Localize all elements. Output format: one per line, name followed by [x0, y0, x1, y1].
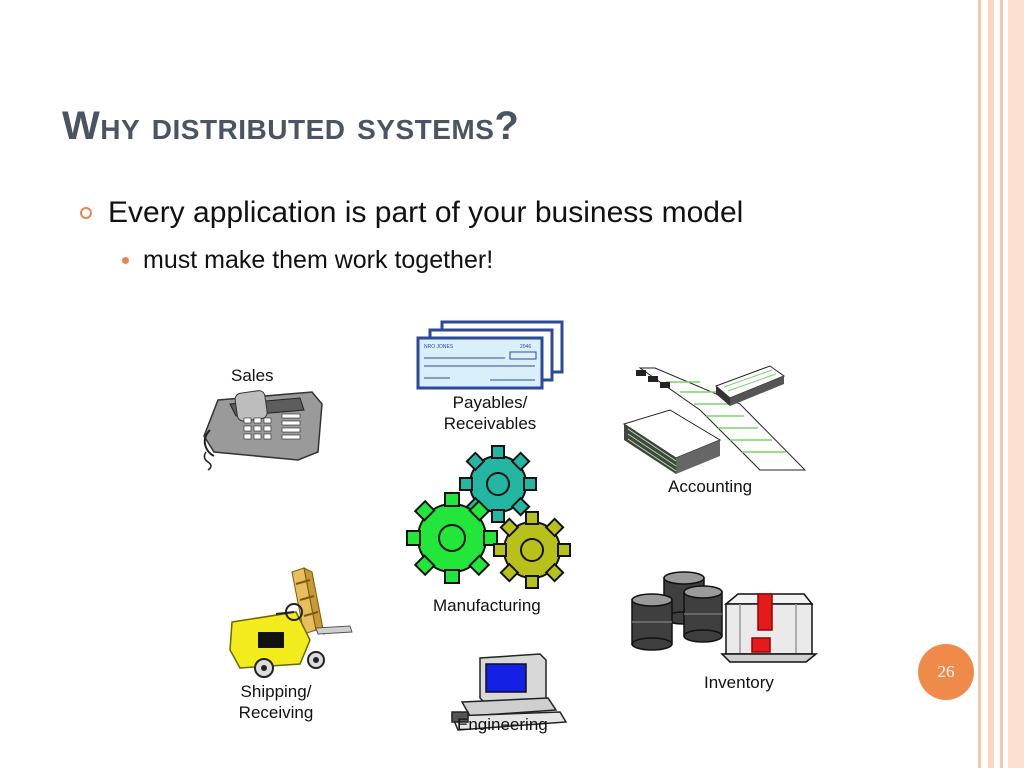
label-payables-line1: Payables/ [452, 393, 528, 412]
label-shipping-line1: Shipping/ [240, 682, 312, 701]
label-engineering: Engineering [457, 715, 548, 734]
bullet-ring-icon [80, 207, 92, 219]
bullet-dot-icon [122, 257, 129, 264]
page-number-badge: 26 [918, 644, 974, 700]
frame-stripe [1008, 0, 1024, 768]
label-sales: Sales [231, 366, 274, 385]
forklift-icon [229, 567, 353, 678]
telephone-icon [203, 390, 323, 471]
paper-stacks-icon [622, 365, 807, 474]
bullet-level1-text: Every application is part of your busine… [108, 196, 744, 229]
frame-stripe [1000, 0, 1003, 768]
computer-icon [450, 653, 568, 731]
boxes-icon [720, 593, 819, 663]
check-number: 2046 [520, 344, 531, 350]
label-inventory: Inventory [704, 673, 774, 692]
label-payables-line2: Receivables [443, 414, 537, 433]
bullet-level2: must make them work together! [122, 246, 493, 275]
checks-icon: NRO JONES 2046 [416, 320, 564, 390]
frame-stripe [978, 0, 981, 768]
label-shipping: Shipping/ Receiving [220, 681, 332, 723]
slide-title: Why distributed systems? [62, 104, 520, 148]
gears-icon [406, 445, 571, 589]
bullet-level2-text: must make them work together! [143, 246, 494, 274]
bullet-level1: Every application is part of your busine… [80, 196, 743, 230]
label-accounting: Accounting [668, 477, 753, 496]
check-payee: NRO JONES [424, 344, 454, 350]
label-payables: Payables/ Receivables [430, 392, 550, 434]
label-manufacturing: Manufacturing [433, 596, 541, 615]
label-shipping-line2: Receiving [238, 703, 314, 722]
database-icon [631, 571, 723, 651]
frame-stripe [988, 0, 994, 768]
